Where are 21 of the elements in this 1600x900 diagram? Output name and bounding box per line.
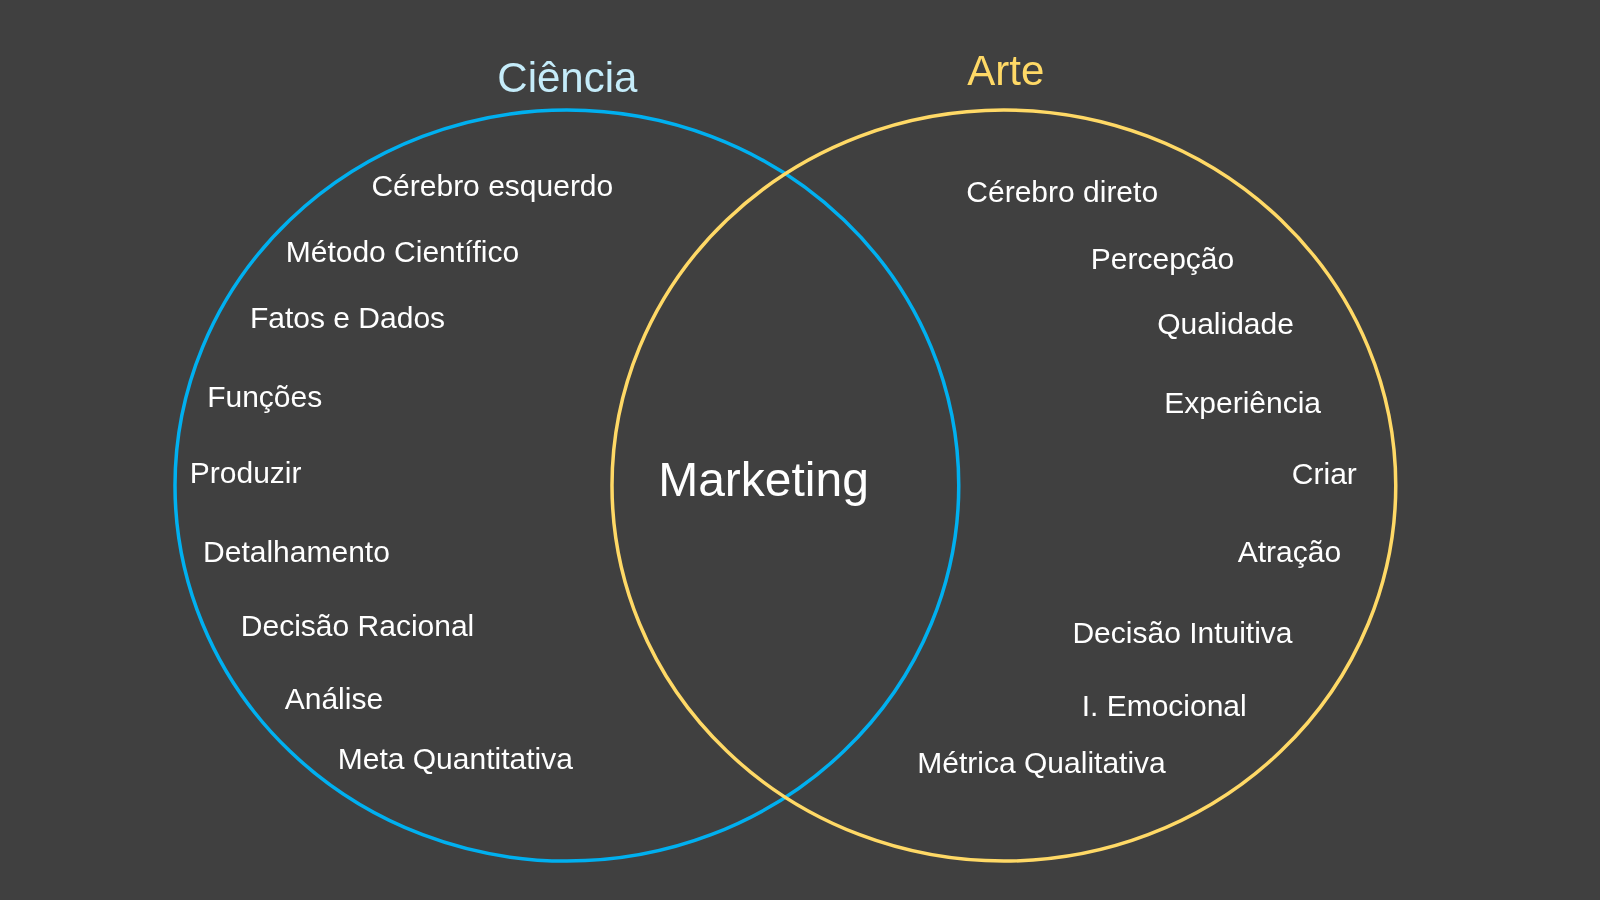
venn-item-text: Detalhamento: [203, 537, 390, 568]
circle-heading: Arte: [967, 50, 1045, 93]
venn-item-text: Decisão Intuitiva: [1072, 617, 1293, 648]
venn-item-text: Criar: [1291, 459, 1357, 490]
venn-item-text: Análise: [284, 683, 384, 714]
venn-item-text: Meta Quantitativa: [337, 744, 573, 775]
venn-item-text: Produzir: [189, 458, 302, 489]
venn-item-text: Atração: [1237, 537, 1342, 568]
venn-item-text: Método Científico: [285, 237, 520, 268]
circle-heading: Ciência: [497, 56, 638, 99]
venn-item-text: Funções: [207, 381, 323, 412]
venn-item-text: Qualidade: [1157, 309, 1294, 340]
venn-item-text: Cérebro esquerdo: [371, 170, 614, 201]
overlap-label: Marketing: [658, 455, 869, 504]
venn-item-text: I. Emocional: [1081, 691, 1247, 722]
venn-item-text: Percepção: [1090, 244, 1235, 275]
venn-item-text: Métrica Qualitativa: [917, 748, 1166, 779]
venn-item-text: Fatos e Dados: [250, 303, 446, 334]
venn-item-text: Experiência: [1164, 388, 1322, 419]
venn-item-text: Decisão Racional: [240, 610, 475, 641]
venn-item-text: Cérebro direto: [966, 176, 1159, 207]
